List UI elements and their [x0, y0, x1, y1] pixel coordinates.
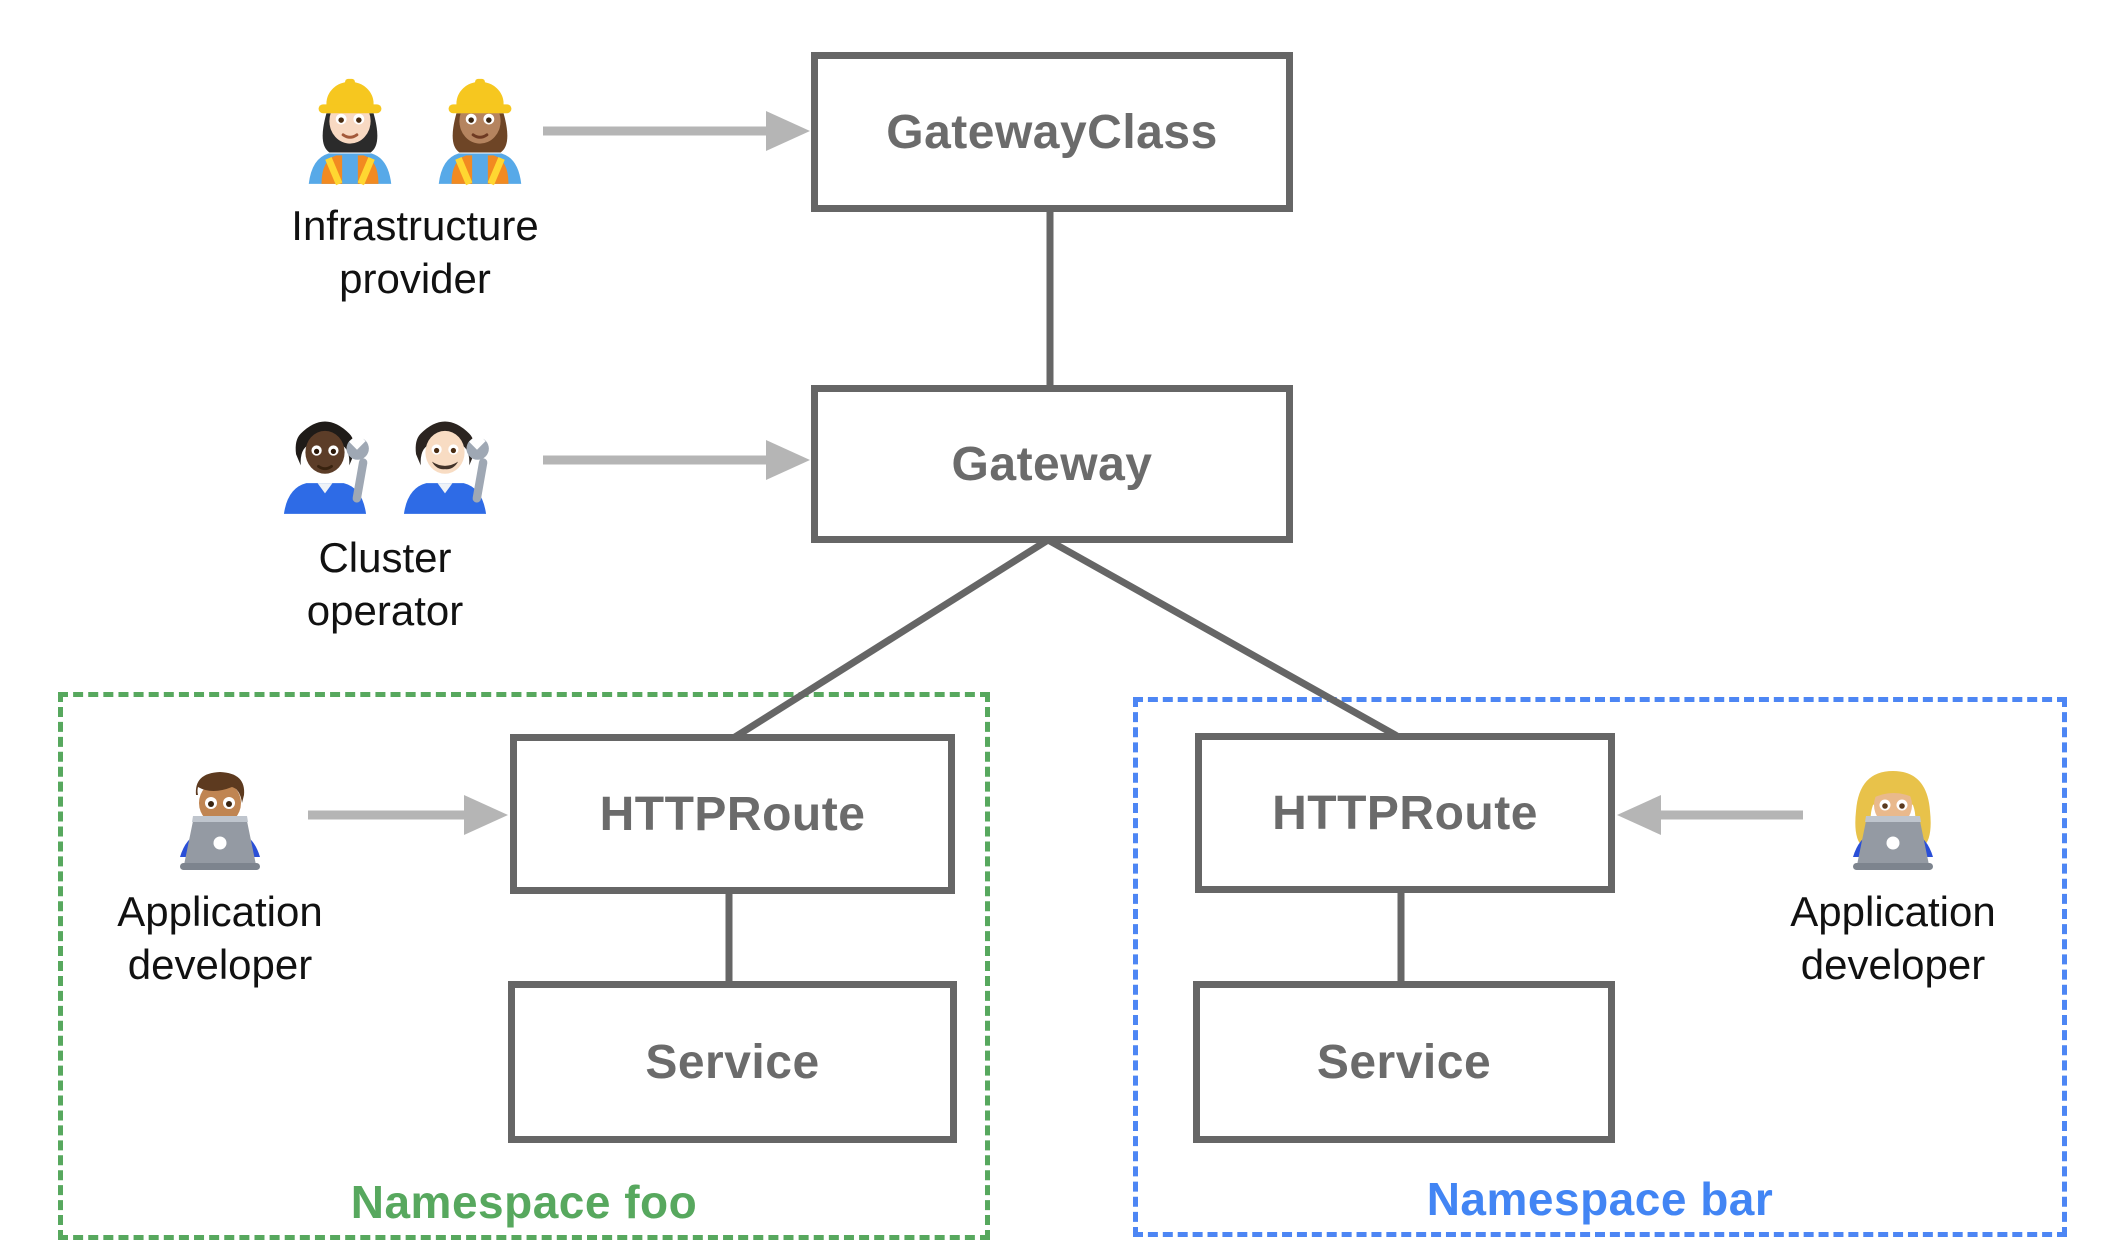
infrastructure-provider-persona: Infrastructure provider — [250, 60, 580, 306]
namespace-bar-box: Namespace bar — [1133, 697, 2067, 1237]
man-technologist-emoji — [180, 772, 260, 870]
service-foo-node: Service — [508, 981, 957, 1143]
namespace-foo-box: Namespace foo — [58, 692, 990, 1240]
arrow-app-developer-to-httproute-foo — [308, 795, 508, 835]
edge-gateway-httproute-bar — [1046, 536, 1399, 740]
httproute-foo-node: HTTPRoute — [510, 734, 955, 894]
infrastructure-provider-label: Infrastructure provider — [291, 202, 539, 302]
cluster-operator-emojis — [269, 394, 501, 520]
httproute-bar-label: HTTPRoute — [1272, 786, 1538, 840]
service-foo-label: Service — [645, 1035, 820, 1089]
gateway-node: Gateway — [811, 385, 1293, 543]
application-developer-foo-emojis — [160, 750, 280, 874]
httproute-foo-label: HTTPRoute — [599, 787, 866, 841]
arrow-infrastructure-provider-to-gatewayclass — [543, 111, 810, 151]
cluster-operator-label: Cluster operator — [306, 534, 464, 634]
gatewayclass-node: GatewayClass — [811, 52, 1293, 212]
woman-construction-worker-light-emoji — [308, 78, 392, 186]
application-developer-bar-label: Application developer — [1790, 888, 1996, 988]
woman-construction-worker-medium-emoji — [438, 78, 522, 186]
application-developer-bar-persona: Application developer — [1733, 750, 2053, 992]
person-mechanic-dark-emoji — [283, 421, 369, 514]
application-developer-bar-emojis — [1833, 750, 1953, 874]
namespace-bar-label: Namespace bar — [1426, 1173, 1774, 1225]
arrow-app-developer-to-httproute-bar — [1617, 795, 1803, 835]
httproute-bar-node: HTTPRoute — [1195, 733, 1615, 893]
arrow-cluster-operator-to-gateway — [543, 440, 810, 480]
arrowhead-right-icon — [766, 440, 810, 480]
service-bar-label: Service — [1316, 1035, 1492, 1089]
service-bar-node: Service — [1193, 981, 1615, 1143]
edge-gateway-httproute-foo — [733, 537, 1050, 740]
arrowhead-left-icon — [1617, 795, 1661, 835]
apple-logo-icon — [1886, 836, 1900, 850]
infrastructure-provider-emojis — [296, 60, 534, 188]
wrench-icon — [466, 433, 489, 503]
gatewayclass-label: GatewayClass — [886, 105, 1218, 159]
man-mechanic-light-emoji — [403, 421, 489, 514]
cluster-operator-persona: Cluster operator — [265, 394, 505, 638]
arrowhead-right-icon — [464, 795, 508, 835]
apple-logo-icon — [213, 836, 227, 850]
namespace-foo-label: Namespace foo — [350, 1176, 698, 1228]
arrowhead-right-icon — [766, 111, 810, 151]
application-developer-foo-persona: Application developer — [60, 750, 380, 992]
woman-technologist-emoji — [1853, 771, 1933, 870]
gateway-label: Gateway — [951, 437, 1153, 491]
wrench-icon — [346, 433, 369, 503]
application-developer-foo-label: Application developer — [117, 888, 323, 988]
